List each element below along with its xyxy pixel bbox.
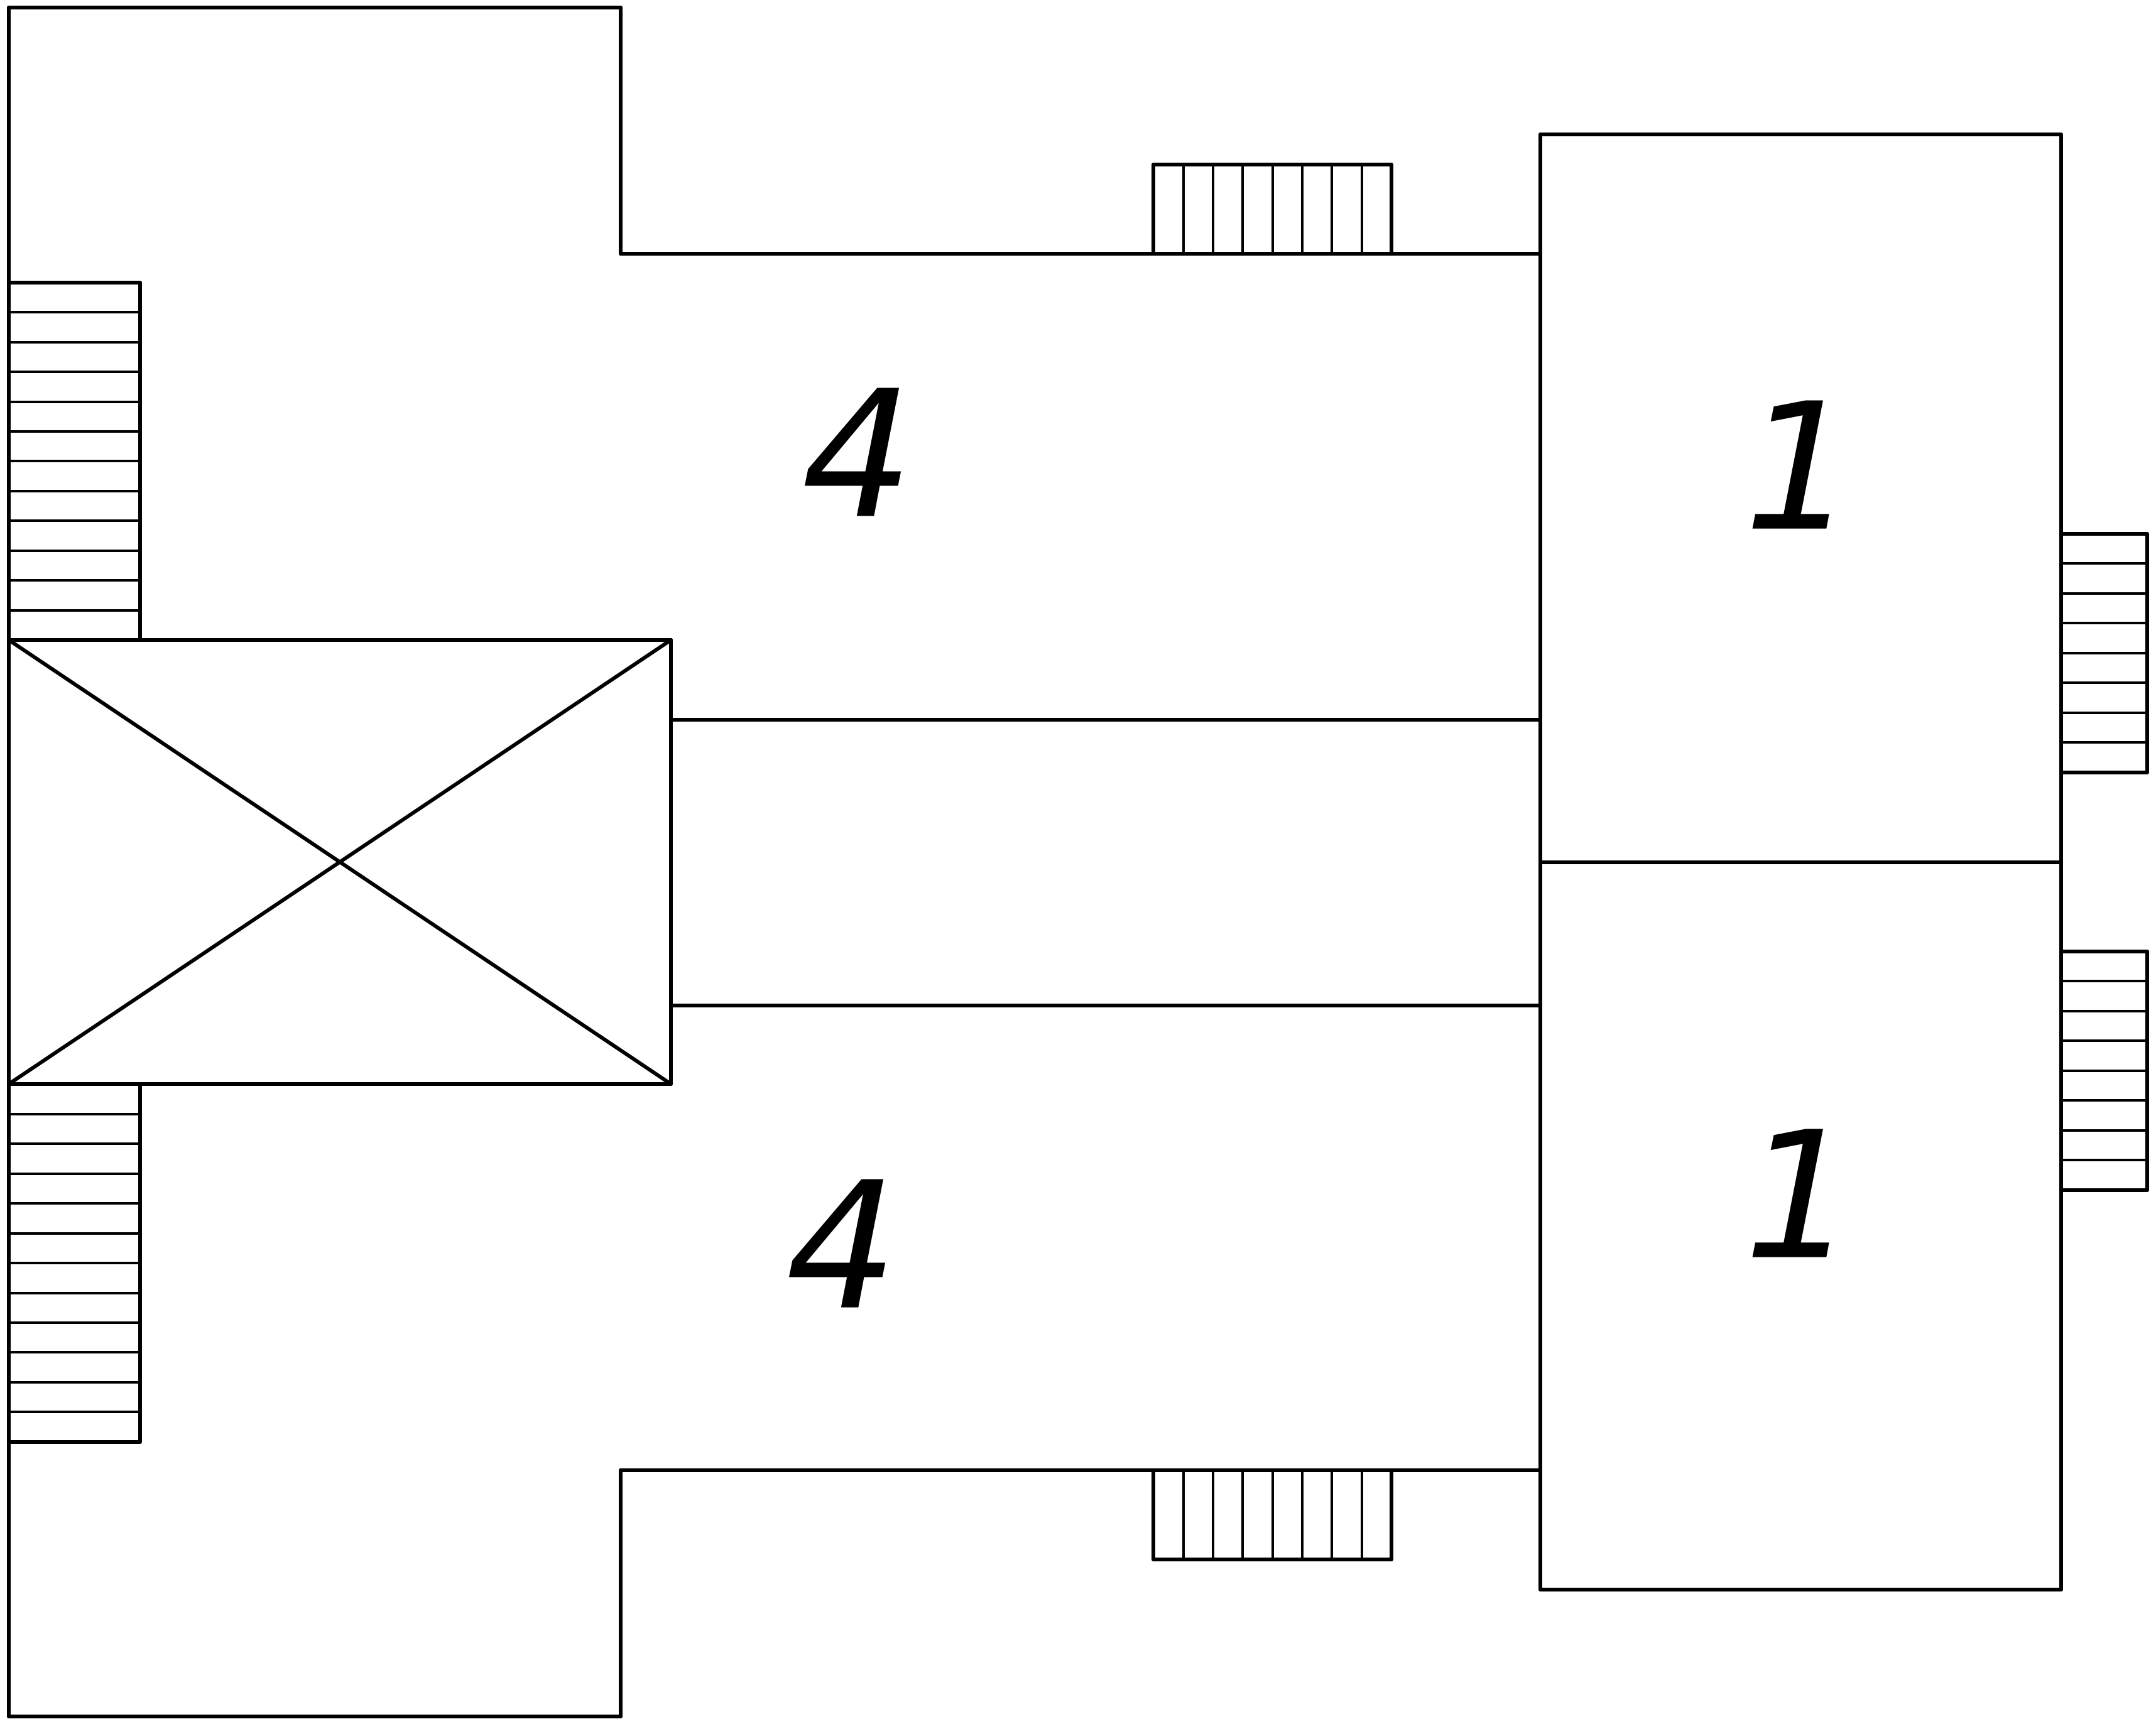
room-label-upper-left: 4 <box>802 354 913 558</box>
stair-right-lower <box>2059 950 2149 1192</box>
stair-right-upper <box>2059 532 2149 774</box>
outer-outline <box>7 6 1542 1718</box>
room-label-upper-right: 1 <box>1744 366 1856 571</box>
stair-left-lower <box>7 1082 142 1444</box>
corridor <box>669 718 1542 1007</box>
right-block <box>1538 133 2063 1591</box>
stair-top <box>1152 163 1393 256</box>
room-label-lower-right: 1 <box>1744 1095 1856 1299</box>
room-label-lower-left: 4 <box>786 1145 898 1350</box>
stair-left-upper <box>7 281 142 642</box>
stair-bottom <box>1152 1468 1393 1561</box>
crossed-box <box>7 638 673 1086</box>
